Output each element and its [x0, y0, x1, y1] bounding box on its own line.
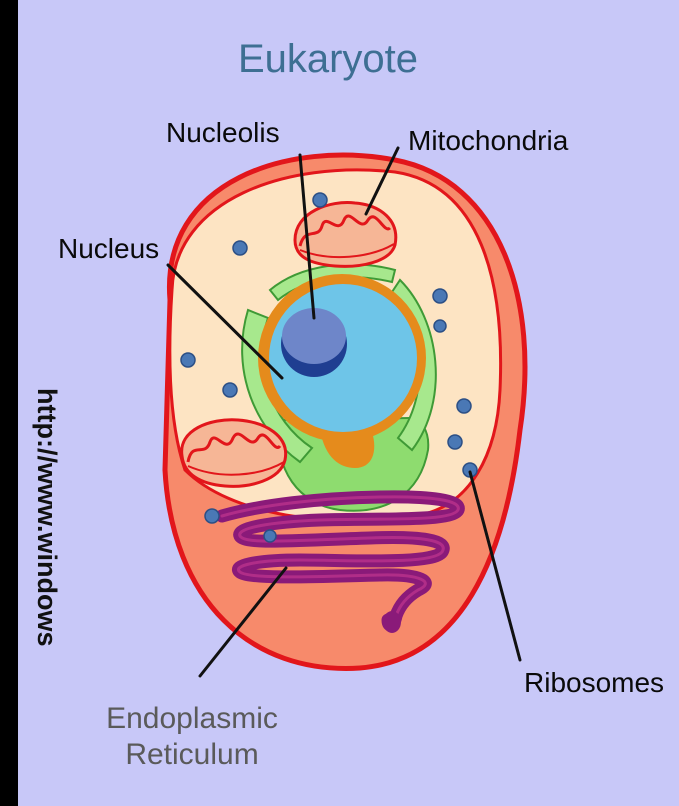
ribosome [434, 320, 446, 332]
label-nucleus: Nucleus [58, 233, 159, 264]
label-endoplasmic-line2: Reticulum [125, 738, 258, 771]
ribosome [313, 193, 327, 207]
mitochondrion-left [182, 420, 286, 487]
ribosome [457, 399, 471, 413]
ribosome [205, 509, 219, 523]
watermark-text: http://www.windows [32, 388, 62, 646]
label-endoplasmic-line1: Endoplasmic [106, 702, 278, 735]
ribosome [448, 435, 462, 449]
ribosome [181, 353, 195, 367]
label-mitochondria: Mitochondria [408, 125, 569, 156]
er-vesicle [383, 611, 401, 633]
label-nucleolis: Nucleolis [166, 117, 280, 148]
ribosome [223, 383, 237, 397]
label-ribosomes: Ribosomes [524, 667, 664, 698]
ribosome [433, 289, 447, 303]
ribosome [233, 241, 247, 255]
ribosome [264, 530, 276, 542]
diagram-title: Eukaryote [238, 37, 418, 81]
